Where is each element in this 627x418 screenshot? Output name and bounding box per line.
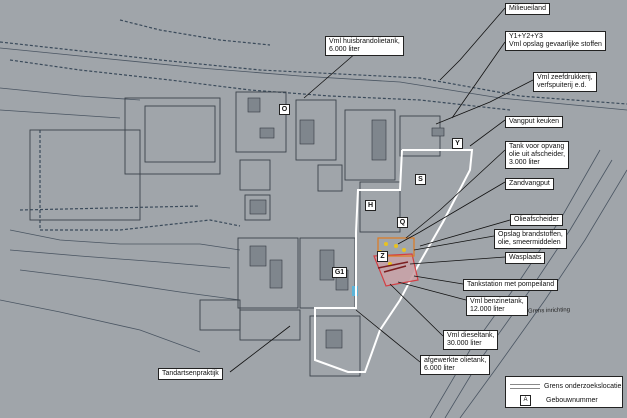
- callout-benzinetank: Vml benzinetank, 12.000 liter: [466, 296, 528, 316]
- building-marker-h: H: [365, 200, 376, 211]
- legend-line-swatch: [510, 383, 540, 389]
- legend-box-swatch: A: [520, 394, 531, 406]
- legend-onderzoek-label: Grens onderzoekslocatie: [544, 382, 622, 390]
- building-marker-o: O: [279, 104, 290, 115]
- callout-zeefdrukkerij: Vml zeefdrukkerij, verfspuiterij e.d.: [533, 72, 597, 92]
- building-fills: [247, 97, 445, 349]
- callout-afgewerkte-olietank: afgewerkte olietank, 6.000 liter: [420, 355, 491, 375]
- legend: Grens onderzoekslocatie A Gebouwnummer: [505, 376, 623, 408]
- building-marker-q: Q: [397, 217, 408, 228]
- storage-area: [377, 237, 415, 257]
- legend-gebouw-label: Gebouwnummer: [546, 396, 598, 404]
- legend-row-onderzoek: Grens onderzoekslocatie: [510, 381, 621, 391]
- callout-opslag-brandstoffen: Opslag brandstoffen, olie, smeermiddelen: [494, 229, 567, 249]
- building-marker-y: Y: [452, 138, 463, 149]
- pump-island: [377, 261, 409, 273]
- callout-tank-opvang: Tank voor opvang olie uit afscheider, 3.…: [505, 141, 570, 169]
- building-marker-s: S: [415, 174, 426, 185]
- callout-y-opslag: Y1+Y2+Y3 Vml opslag gevaarlijke stoffen: [505, 31, 606, 51]
- callout-dieseltank: Vml dieseltank, 30.000 liter: [443, 330, 499, 350]
- callout-milieueiland: Milieueiland: [505, 3, 550, 15]
- grens-onderzoekslocatie: [314, 149, 474, 373]
- leader-lines: [229, 7, 534, 373]
- road-network: [0, 19, 627, 231]
- callout-olieafscheider: Olieafscheider: [510, 214, 563, 226]
- callout-vangput-keuken: Vangput keuken: [505, 116, 564, 128]
- building-marker-g1: G1: [332, 267, 347, 278]
- callout-tankstation: Tankstation met pompeiland: [463, 279, 559, 291]
- legend-row-gebouw: A Gebouwnummer: [510, 394, 598, 406]
- callout-wasplaats: Wasplaats: [505, 252, 546, 264]
- callout-brandolietank: Vml huisbrandolietank, 6.000 liter: [325, 36, 404, 56]
- building-marker-z: Z: [377, 251, 388, 262]
- callout-zandvangput: Zandvangput: [505, 178, 554, 190]
- callout-tandarts: Tandartsenpraktijk: [158, 368, 223, 380]
